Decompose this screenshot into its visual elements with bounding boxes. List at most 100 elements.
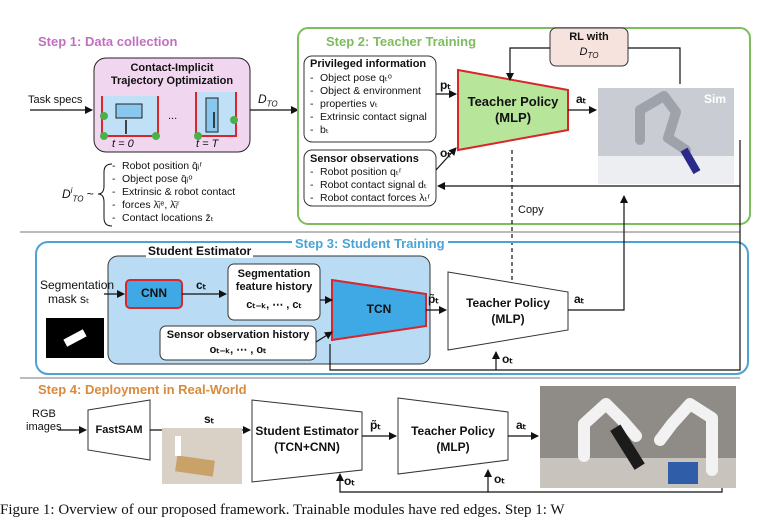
rl-label-line1: RL with	[569, 31, 609, 43]
rgb-label-line2: images	[26, 421, 62, 433]
ot-label-step4-a: oₜ	[344, 474, 355, 488]
tcn-shape	[331, 278, 427, 342]
ptilde-label-step3: p̃ₜ	[428, 292, 439, 306]
rl-label-dto-sub: TO	[587, 51, 599, 61]
dataset-dist-tilde: ~	[86, 187, 94, 201]
traj-scene-start-block	[115, 103, 143, 119]
priv-info-list: Object pose qₜᵒ Object & environment pro…	[310, 72, 427, 137]
teacher-policy-label-step2-line2: (MLP)	[494, 110, 532, 125]
dataset-item-contact-locations: Contact locations z̄ₜ	[112, 212, 235, 225]
figure-caption: Figure 1: Overview of our proposed frame…	[0, 502, 565, 518]
dto-label: DTO	[258, 92, 278, 108]
dataset-item-contact-forces-2: forces λ̄ᵢᵉ, λ̄ᵢʳ	[112, 199, 235, 212]
traj-node	[194, 132, 202, 140]
seg-mask-label-line2: mask sₜ	[48, 292, 90, 306]
teacher-policy-shape-step2	[457, 68, 569, 152]
seg-mask-label-line1: Segmentation	[40, 278, 115, 292]
seg-hist-line3: cₜ₋ₖ, ⋯ , cₜ	[246, 299, 302, 311]
ellipsis-label: ...	[168, 110, 178, 122]
seg-mask-blob	[63, 329, 87, 347]
st-label: sₜ	[204, 412, 215, 426]
sensor-obs-list: Robot position qₜʳ Robot contact signal …	[310, 166, 430, 205]
sensor-hist-line2: oₜ₋ₖ, ⋯ , oₜ	[209, 344, 267, 356]
fastsam-label: FastSAM	[95, 424, 143, 436]
teacher-policy-shape-step4	[397, 397, 509, 475]
ot-arrow	[435, 147, 457, 171]
rl-update-arrow	[506, 47, 550, 81]
step2-container	[297, 27, 751, 225]
rl-box	[549, 27, 629, 67]
student-estimator-shape	[251, 399, 363, 483]
sim-label: Sim	[704, 92, 727, 106]
priv-item-contact-signal-2: bₜ	[310, 124, 427, 137]
pt-label: pₜ	[440, 78, 451, 92]
student-estimator-label-line2: (TCN+CNN)	[274, 440, 340, 454]
seg-history-box	[227, 263, 321, 321]
tT-label: t = T	[196, 138, 219, 150]
dto-label-main: D	[258, 92, 267, 106]
ct-label: cₜ	[196, 278, 207, 292]
step3-title: Step 3: Student Training	[292, 236, 448, 251]
sensor-hist-line1: Sensor observation history	[166, 329, 310, 341]
trajopt-title-line2: Trajectory Optimization	[110, 75, 234, 87]
dataset-brace	[97, 163, 113, 227]
seg-hist-line1: Segmentation	[237, 268, 311, 280]
step1-title: Step 1: Data collection	[38, 34, 178, 49]
traj-scene-end-block	[205, 97, 219, 133]
priv-item-properties-2: properties vₜ	[310, 98, 427, 111]
traj-node	[230, 116, 238, 124]
teacher-policy-label-step4-line2: (MLP)	[436, 440, 470, 454]
sim-robot-arm	[635, 91, 691, 155]
task-specs-label: Task specs	[28, 94, 83, 106]
traj-node	[100, 112, 108, 120]
teacher-policy-label-step3-line2: (MLP)	[491, 312, 525, 326]
rl-label-line2: DTO	[550, 46, 628, 60]
ot-label-step3: oₜ	[502, 352, 513, 366]
priv-item-properties-1: Object & environment	[310, 85, 427, 98]
seg-hist-line2: feature history	[235, 281, 313, 293]
sensor-obs-title: Sensor observations	[310, 153, 419, 165]
real-robot-arm-left	[578, 398, 642, 462]
dataset-item-object-pose: Object pose q̄ᵢᵒ	[112, 173, 235, 186]
sim-object	[680, 147, 701, 175]
step2-title: Step 2: Teacher Training	[326, 34, 477, 49]
at-label-step4: aₜ	[516, 418, 527, 432]
real-camera-image	[162, 428, 242, 484]
ot-label-step4-b: oₜ	[494, 472, 505, 486]
dataset-dist-sub: TO	[72, 194, 84, 204]
dataset-item-contact-forces-1: Extrinsic & robot contact	[112, 186, 235, 199]
sim-table	[598, 156, 734, 184]
rl-feedback-arrow	[628, 47, 681, 84]
real-robot-arm-right	[654, 398, 718, 476]
trajopt-title-line1: Contact-Implicit	[130, 62, 214, 74]
ptilde-label-step4: p̃ₜ	[370, 418, 381, 432]
traj-scene-end-frame	[195, 92, 237, 137]
dataset-dist-main: D	[62, 187, 71, 201]
teacher-policy-label-step2-line1: Teacher Policy	[467, 94, 559, 109]
student-estimator-label-line1: Student Estimator	[255, 424, 359, 438]
sensor-item-contact-forces: Robot contact forces λₜʳ	[310, 192, 430, 205]
t0-label: t = 0	[112, 138, 134, 150]
dataset-contents-list: Robot position q̄ᵢʳ Object pose q̄ᵢᵒ Ext…	[112, 160, 235, 225]
teacher-policy-shape-step3	[447, 271, 569, 351]
tcn-label: TCN	[366, 302, 392, 316]
rgb-label-line1: RGB	[32, 408, 56, 420]
sensor-item-robot-position: Robot position qₜʳ	[310, 166, 430, 179]
teacher-policy-label-step3-line1: Teacher Policy	[466, 296, 550, 310]
step4-title: Step 4: Deployment in Real-World	[38, 382, 247, 397]
sensor-hist-to-tcn-arrow	[315, 331, 333, 343]
dataset-dist-sup: i	[70, 186, 73, 195]
cnn-label: CNN	[141, 286, 167, 300]
at-label-step3: aₜ	[574, 292, 585, 306]
real-robot-object	[610, 424, 645, 470]
traj-node	[100, 132, 108, 140]
at-arrow-step3	[568, 195, 628, 311]
at-label-step2: aₜ	[576, 92, 587, 106]
priv-item-contact-signal-1: Extrinsic contact signal	[310, 111, 427, 124]
sim-to-sensor-hist-arrow	[329, 186, 741, 371]
real-camera-object	[175, 455, 215, 477]
dataset-item-robot-position: Robot position q̄ᵢʳ	[112, 160, 235, 173]
traj-node	[152, 132, 160, 140]
copy-label: Copy	[518, 204, 544, 216]
priv-item-object-pose: Object pose qₜᵒ	[310, 72, 427, 85]
